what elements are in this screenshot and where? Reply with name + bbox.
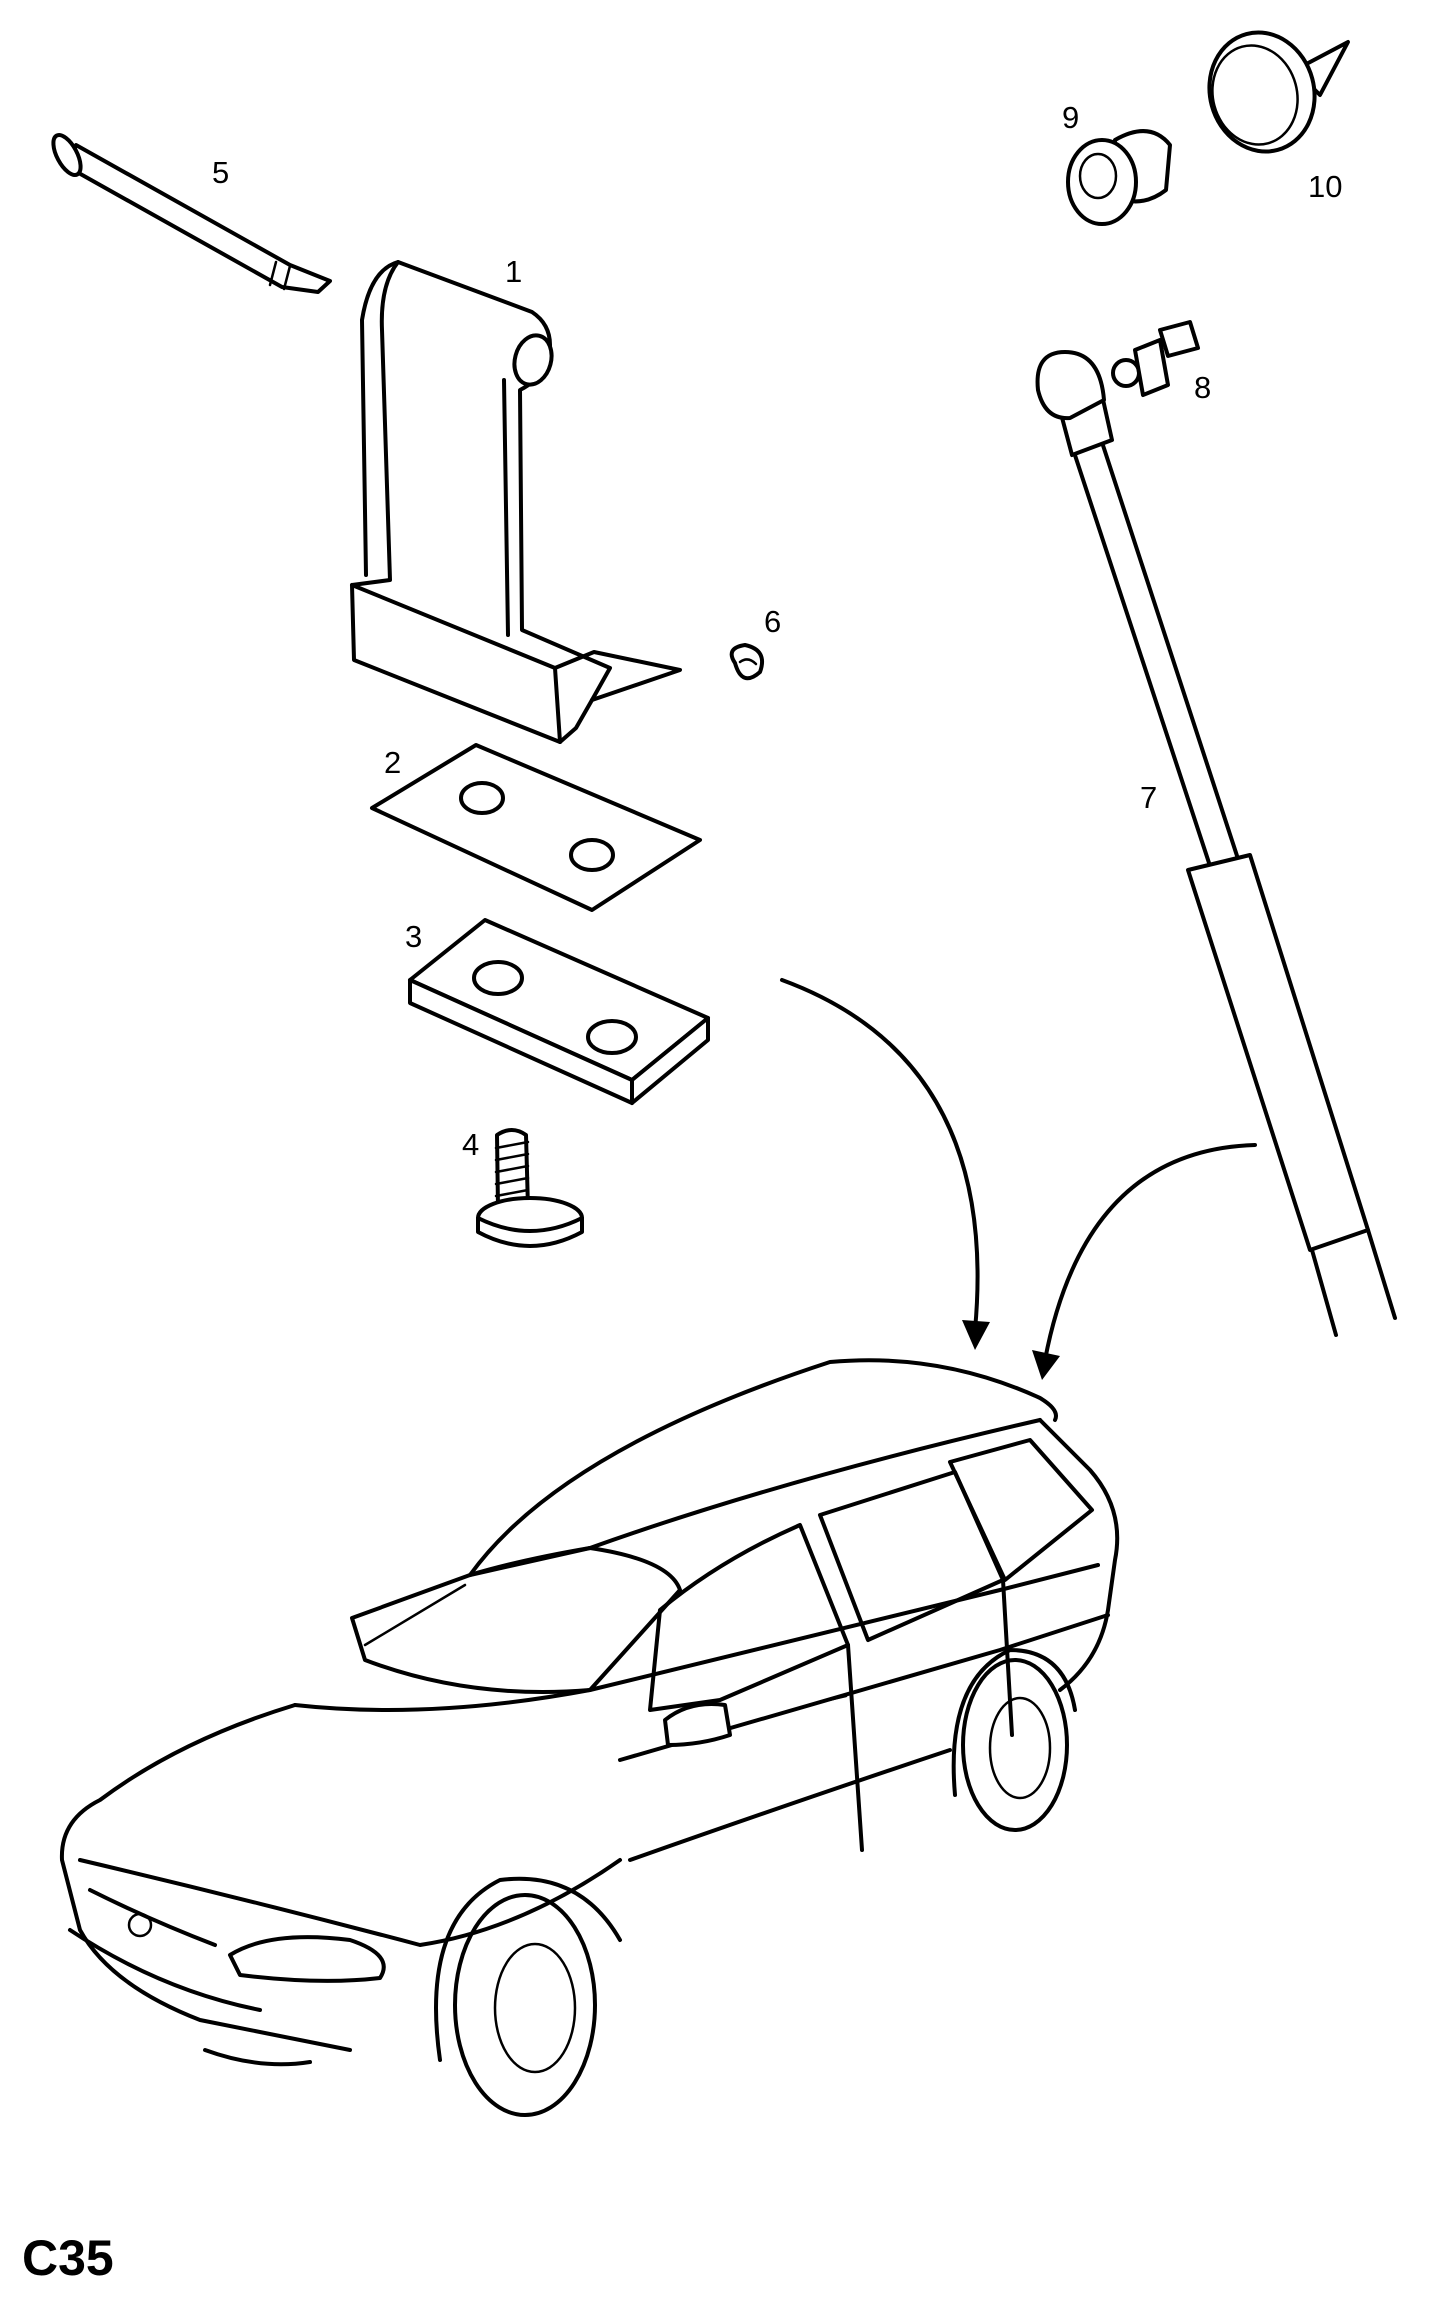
retaining-clip [729,643,765,681]
callout-5: 5 [212,155,229,190]
shim-plate [370,743,702,912]
ball-stud [1111,320,1200,397]
callout-7: 7 [1140,780,1157,815]
callout-1: 1 [505,254,522,289]
assembly-arrow-right [1032,1143,1257,1380]
hinge-pin [51,133,332,294]
screw [476,1128,584,1248]
grommet [1066,129,1172,226]
car-illustration [59,1358,1120,2117]
callout-2: 2 [384,745,401,780]
callout-8: 8 [1194,370,1211,405]
callout-9: 9 [1062,100,1079,135]
backing-plate [408,918,710,1105]
callout-10: 10 [1308,169,1342,204]
callout-3: 3 [405,919,422,954]
page-code: C35 [22,2230,114,2286]
push-clip [1207,30,1350,154]
callout-6: 6 [764,604,781,639]
gas-strut [1035,350,1397,1337]
assembly-arrow-left [780,978,990,1350]
callout-4: 4 [462,1127,479,1162]
hinge-bracket [350,260,682,744]
